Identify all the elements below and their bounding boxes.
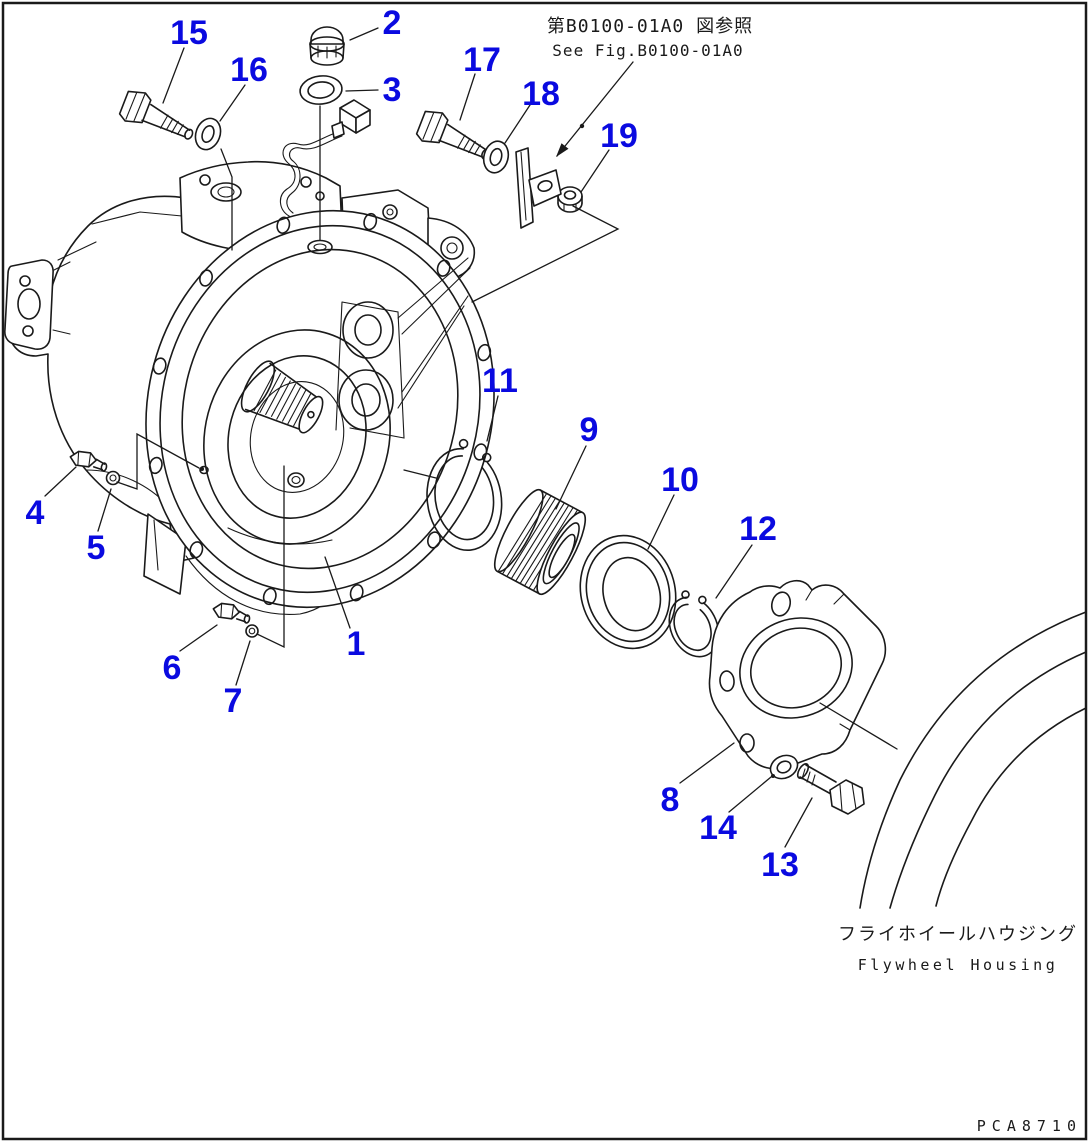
callouts: 1 2 3 4 5 6 7 8 9 10 11 12 13 14 15 16 1…: [26, 4, 799, 884]
part-bolt-13: [796, 762, 865, 815]
callout-14[interactable]: 14: [699, 809, 737, 847]
callout-13[interactable]: 13: [761, 846, 799, 884]
part-washer-16: [194, 117, 222, 151]
part-snap-ring-11: [426, 438, 503, 551]
pump-foot: [143, 513, 187, 595]
callout-2[interactable]: 2: [383, 4, 402, 42]
callout-3[interactable]: 3: [383, 71, 402, 109]
pump-assembly-drawing: [4, 99, 495, 616]
part-oring-7: [245, 624, 259, 638]
part-oring-3: [299, 75, 343, 105]
callout-10[interactable]: 10: [661, 461, 699, 499]
sensor-bracket: [515, 147, 562, 229]
part-washer-14: [769, 754, 799, 780]
callout-7[interactable]: 7: [224, 682, 243, 720]
flange-face-bosses: [335, 257, 471, 439]
callout-19[interactable]: 19: [600, 117, 638, 155]
pump-port-flange: [4, 259, 71, 350]
flywheel-housing-label-jp: フライホイールハウジング: [838, 924, 1078, 945]
part-bolt-15: [118, 90, 194, 140]
callout-11[interactable]: 11: [482, 362, 518, 400]
callout-15[interactable]: 15: [170, 14, 208, 52]
part-plug-2: [309, 26, 345, 66]
callout-9[interactable]: 9: [580, 411, 599, 449]
reference-note-jp: 第B0100-01A0 図参照: [547, 16, 753, 37]
part-bearing-9: [493, 488, 587, 596]
pump-output-shaft: [240, 360, 324, 434]
flange-bolt-holes: [148, 212, 492, 606]
callout-18[interactable]: 18: [522, 75, 560, 113]
flywheel-housing-arcs: [859, 611, 1087, 909]
drawing-code: PCA8710: [977, 1117, 1082, 1135]
part-flange-8: [708, 579, 887, 770]
leader-lines: [44, 27, 898, 848]
part-bolt-17: [415, 110, 491, 160]
callout-12[interactable]: 12: [739, 510, 777, 548]
callout-16[interactable]: 16: [230, 51, 268, 89]
flywheel-housing-label-en: Flywheel Housing: [858, 956, 1059, 974]
part-ring-10: [579, 534, 677, 650]
part-snap-ring-12: [668, 590, 720, 658]
callout-1[interactable]: 1: [347, 625, 366, 663]
part-plug-6: [212, 602, 251, 624]
part-oring-5: [105, 470, 121, 486]
part-washer-18: [482, 140, 510, 174]
part-nut-19: [557, 186, 583, 213]
callout-4[interactable]: 4: [26, 494, 45, 532]
callout-8[interactable]: 8: [661, 781, 680, 819]
callout-17[interactable]: 17: [463, 41, 501, 79]
reference-note-en: See Fig.B0100-01A0: [552, 41, 743, 60]
callout-6[interactable]: 6: [163, 649, 182, 687]
part-plug-4: [69, 450, 108, 472]
callout-5[interactable]: 5: [87, 529, 106, 567]
reference-arrow: [556, 61, 634, 157]
